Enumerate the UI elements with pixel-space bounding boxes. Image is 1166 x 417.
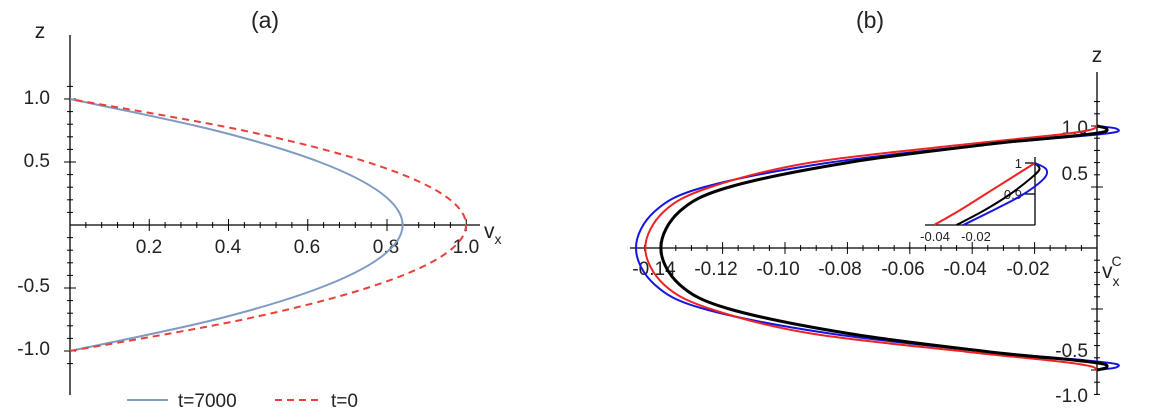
inset-xtick: -0.04 (920, 229, 950, 244)
panel-a-curves (69, 98, 468, 352)
panel-a-xtick: 0.8 (373, 237, 399, 258)
panel-b-minor-ticks (644, 101, 1103, 395)
curve-t7000 (69, 98, 404, 352)
panel-b-label: (b) (856, 7, 884, 33)
inset-curve-red (933, 162, 1036, 226)
inset-plot: 1 0.9 -0.04 -0.02 (920, 156, 1049, 244)
inset-curve-black (956, 162, 1041, 226)
panel-b: (b) -0.14 -0.12 -0.10 -0.08 -0.06 -0.04 … (630, 7, 1122, 407)
panel-b-ytick: -1.0 (1055, 386, 1088, 407)
panel-a-ytick: 0.5 (24, 151, 50, 172)
curve-red (644, 125, 1098, 371)
panel-b-xtick: -0.04 (943, 259, 987, 280)
panel-a-ylabel: z (35, 20, 46, 43)
panel-b-xtick: -0.12 (694, 259, 737, 280)
panel-b-xtick: -0.02 (1006, 259, 1049, 280)
inset-curve-blue (962, 162, 1049, 226)
legend-label-t0: t=0 (331, 391, 358, 412)
curve-t0 (69, 98, 468, 352)
panel-a-ytick: -1.0 (17, 339, 50, 360)
panel-b-curves (634, 124, 1120, 372)
panel-b-ytick: -0.5 (1055, 341, 1088, 362)
inset-xtick: -0.02 (961, 229, 991, 244)
panel-a-xtick: 0.6 (294, 237, 320, 258)
panel-a-ytick: 1.0 (24, 88, 50, 109)
panel-a-xtick: 0.4 (215, 237, 242, 258)
curve-black (659, 124, 1109, 372)
panel-a-ytick: -0.5 (17, 276, 50, 297)
panel-b-xlabel: vxC (1102, 253, 1122, 289)
panel-a-xtick: 1.0 (453, 237, 479, 258)
panel-b-ylabel: z (1092, 44, 1103, 67)
panel-b-xtick: -0.10 (756, 259, 799, 280)
inset-ytick: 1 (1015, 156, 1022, 171)
inset-curves (933, 162, 1049, 226)
panel-a-xlabel: vx (484, 220, 502, 247)
panel-a-xtick: 0.2 (136, 237, 162, 258)
panel-b-ytick: 0.5 (1062, 164, 1088, 185)
panel-a-legend: t=7000 t=0 (127, 391, 358, 412)
panel-b-xtick: -0.06 (881, 259, 924, 280)
legend-label-t7000: t=7000 (178, 391, 237, 412)
panel-a-label: (a) (251, 7, 279, 33)
panel-a: (a) 1.0 0.5 -0.5 -1.0 0.2 0.4 0.6 0.8 1.… (17, 7, 501, 412)
panel-b-xtick: -0.08 (818, 259, 861, 280)
